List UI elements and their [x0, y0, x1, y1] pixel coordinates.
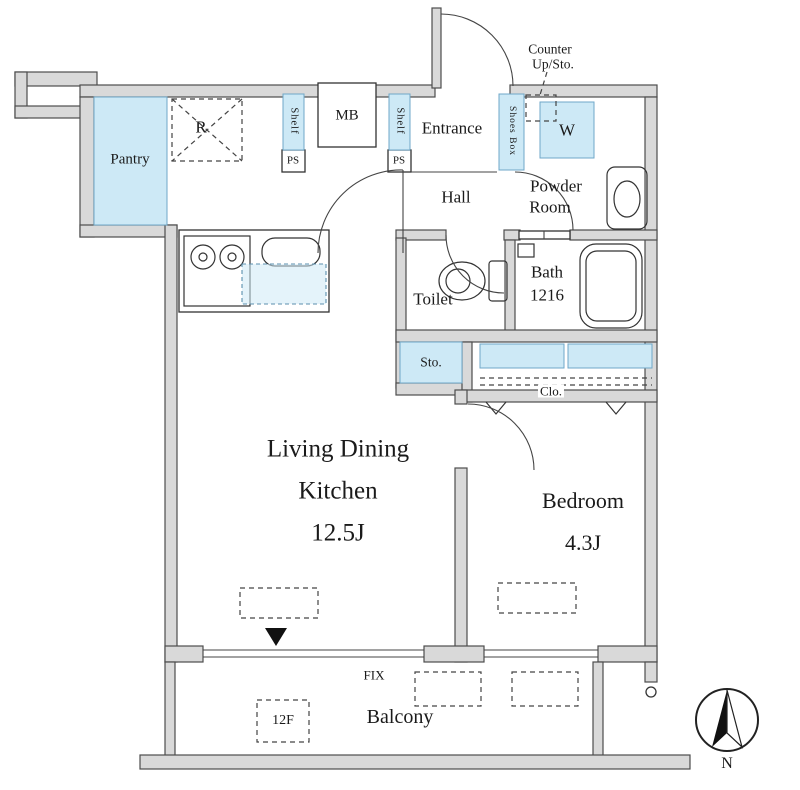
label-floor-marker: 12F [272, 713, 294, 728]
label-bedroom: Bedroom [542, 488, 624, 513]
toilet-door-arc [445, 234, 505, 294]
wall-pier-mid [423, 645, 485, 663]
compass-needle-dark-icon [712, 690, 727, 747]
drain-pipe [645, 686, 657, 698]
label-counter-note-1: Counter [528, 41, 572, 57]
dashed-marks [171, 71, 652, 743]
label-bath-size: 1216 [530, 285, 564, 305]
wall-ldk-bedroom [454, 467, 468, 663]
vanity [606, 166, 648, 230]
bath-shelf [517, 243, 535, 258]
fridge-diag-2 [171, 98, 243, 162]
wall-bedroom-stub [454, 389, 468, 405]
balcony-unit-2 [511, 671, 579, 707]
label-ldk-size: 12.5J [311, 519, 365, 547]
meter-box [317, 82, 377, 148]
shelf-left-box [282, 93, 305, 151]
label-entrance: Entrance [421, 118, 483, 138]
closet-door-mark-left [485, 401, 507, 415]
burner-left [190, 244, 216, 270]
label-shoes-box: Shoes Box [506, 106, 517, 156]
label-ldk-1: Living Dining [266, 435, 410, 463]
label-closet: Clo. [537, 383, 565, 399]
label-meter-box: MB [335, 107, 359, 124]
shelf-right-box [388, 93, 411, 151]
wall-powder-bath-a [503, 229, 521, 241]
label-pantry: Pantry [110, 151, 150, 168]
wall-balcony-right [592, 661, 604, 758]
doors-windows [203, 13, 598, 658]
wall-balcony-left [164, 661, 176, 758]
wall-entrance-stub [431, 7, 442, 89]
fridge-space [171, 98, 243, 162]
toilet-bowl [438, 261, 486, 301]
symbols [265, 628, 759, 752]
closet-door-mark-right [605, 401, 627, 415]
label-bedroom-size: 4.3J [564, 530, 602, 555]
pantry-cabinet [93, 96, 168, 226]
storage-box [399, 341, 463, 384]
label-compass-north: N [721, 755, 733, 772]
bathtub [579, 243, 643, 329]
label-powder-1: Powder [530, 176, 582, 196]
label-bath: Bath [530, 262, 564, 282]
direction-marker-icon [265, 628, 287, 646]
label-balcony: Balcony [366, 706, 434, 728]
toilet-seat [445, 268, 471, 294]
toilet-tank [488, 260, 508, 302]
wall-top-right [509, 84, 658, 98]
label-toilet: Toilet [413, 289, 453, 309]
burner-left-center [198, 252, 208, 262]
counter-up-box [525, 94, 557, 122]
entrance-door-arc [440, 13, 514, 87]
counter-up-leader [539, 71, 548, 96]
wall-right-stub [644, 661, 658, 683]
shoes-box [498, 93, 525, 171]
compass-needle-light-icon [726, 689, 744, 749]
label-ps-left: PS [286, 154, 300, 167]
closet-shelf-left [479, 343, 565, 369]
wall-top-left [79, 84, 436, 98]
label-hall: Hall [441, 187, 471, 207]
wall-notch-lower [14, 105, 88, 119]
floor-marker-box [256, 699, 310, 743]
burner-right [219, 244, 245, 270]
label-ps-right: PS [392, 154, 406, 167]
hall-door-arc [317, 169, 404, 254]
label-counter-note-2: Up/Sto. [532, 56, 574, 72]
burner-right-center [227, 252, 237, 262]
balcony-unit-1 [414, 671, 482, 707]
bedroom-furniture-space [497, 582, 577, 614]
wall-pier-right [597, 645, 658, 663]
label-ldk-2: Kitchen [298, 477, 378, 505]
powder-door-arc [514, 171, 574, 231]
wall-pantry-left [79, 96, 95, 238]
wall-powder-bath-b [569, 229, 658, 241]
wall-balcony-slab [139, 754, 691, 770]
label-shelf-left: Shelf [288, 107, 300, 135]
wall-bath-closet [395, 329, 658, 343]
label-storage: Sto. [420, 354, 442, 370]
label-shelf-right: Shelf [394, 107, 406, 135]
bedroom-door-arc [467, 403, 535, 471]
vanity-basin [613, 180, 641, 218]
ldk-furniture-space [239, 587, 319, 619]
counter-open-space [241, 263, 327, 305]
washer-space [539, 101, 595, 159]
blue-fixtures [93, 93, 653, 384]
closet-shelf-right [567, 343, 653, 369]
wall-kitchen-step [79, 224, 178, 238]
label-refrigerator: R [195, 117, 207, 137]
label-washer: W [558, 120, 576, 140]
bathtub-inner [585, 250, 637, 322]
label-fix-window: FIX [363, 667, 385, 683]
wall-pier-left [164, 645, 204, 663]
wall-ldk-left [164, 224, 178, 663]
label-powder-2: Room [529, 197, 571, 217]
